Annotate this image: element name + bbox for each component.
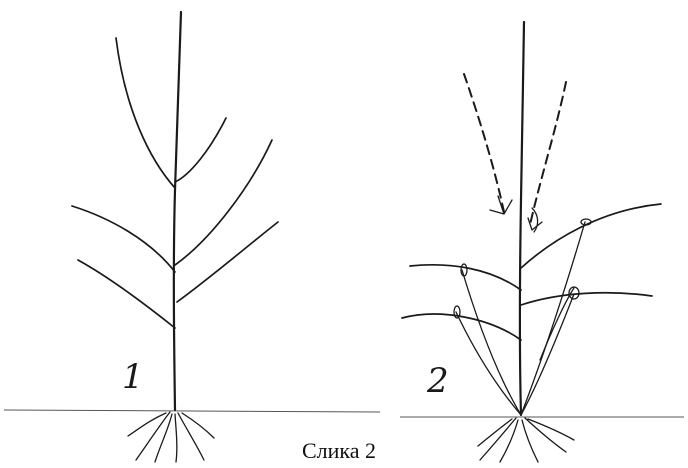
scaffold-right-upper (521, 204, 661, 268)
support-right-1 (521, 222, 585, 415)
support-left-2 (456, 312, 521, 415)
ground-line-1 (4, 410, 380, 412)
support-right-2 (521, 294, 574, 415)
leader-left (116, 38, 175, 188)
root-system-2 (478, 418, 574, 462)
panel-label-2: 2 (426, 361, 449, 401)
scaffold-left-upper (410, 265, 521, 290)
branch-left-lower (78, 260, 175, 328)
removed-leader-right (530, 82, 566, 225)
trunk-2 (520, 22, 524, 415)
panel-label-1: 1 (122, 357, 144, 397)
branch-right-middle (175, 140, 272, 265)
scaffold-left-lower (402, 314, 521, 340)
branch-left-upper (72, 206, 175, 272)
removed-leader-left (464, 74, 504, 212)
branch-right-lower (177, 222, 278, 302)
branch-right-top (175, 118, 226, 182)
tree-1: 1 (4, 12, 380, 462)
tree-2: 2 (400, 22, 684, 462)
trunk-1 (174, 12, 181, 410)
root-system-1 (128, 412, 214, 462)
support-left-1 (462, 270, 521, 415)
scaffold-right-lower (521, 293, 652, 305)
cut-arrow-right (528, 208, 542, 232)
figure-caption: Слика 2 (254, 436, 424, 466)
